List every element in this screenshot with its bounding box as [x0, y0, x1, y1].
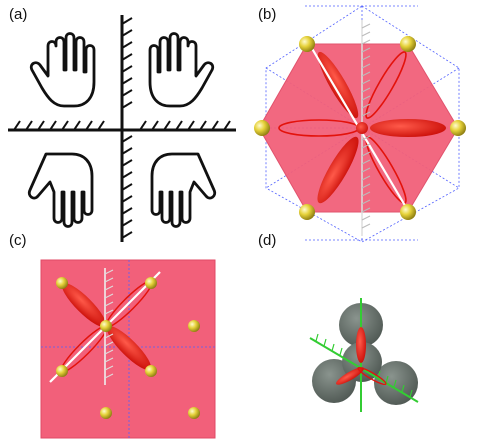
panel-b: [254, 5, 466, 243]
green-diagonal-axis: [309, 337, 419, 403]
hand-icon-lower-right: [150, 152, 217, 228]
panel-label-d: (d): [258, 232, 277, 249]
orbital-lobes-d: [336, 327, 387, 386]
orbital-lobes: [278, 51, 446, 204]
panel-a: [8, 15, 236, 242]
hand-icon-upper-left: [29, 32, 96, 108]
mirror-hatch-icon-c: [104, 269, 114, 379]
hand-icon-upper-right: [148, 32, 215, 108]
horizontal-mirror-hatch-icon: [13, 120, 231, 131]
panel-label-a: (a): [9, 6, 28, 23]
panel-c: [40, 259, 216, 439]
hand-icon-lower-left: [27, 152, 94, 228]
panel-label-b: (b): [258, 6, 277, 23]
atom-sphere-icons-b: [254, 36, 466, 220]
atom-sphere-icons-c: [56, 277, 200, 419]
vertical-mirror-hatch-icon: [121, 17, 133, 239]
mirror-hatch-icon-b: [361, 23, 371, 229]
panel-label-c: (c): [9, 232, 27, 249]
panel-d: [309, 298, 419, 412]
